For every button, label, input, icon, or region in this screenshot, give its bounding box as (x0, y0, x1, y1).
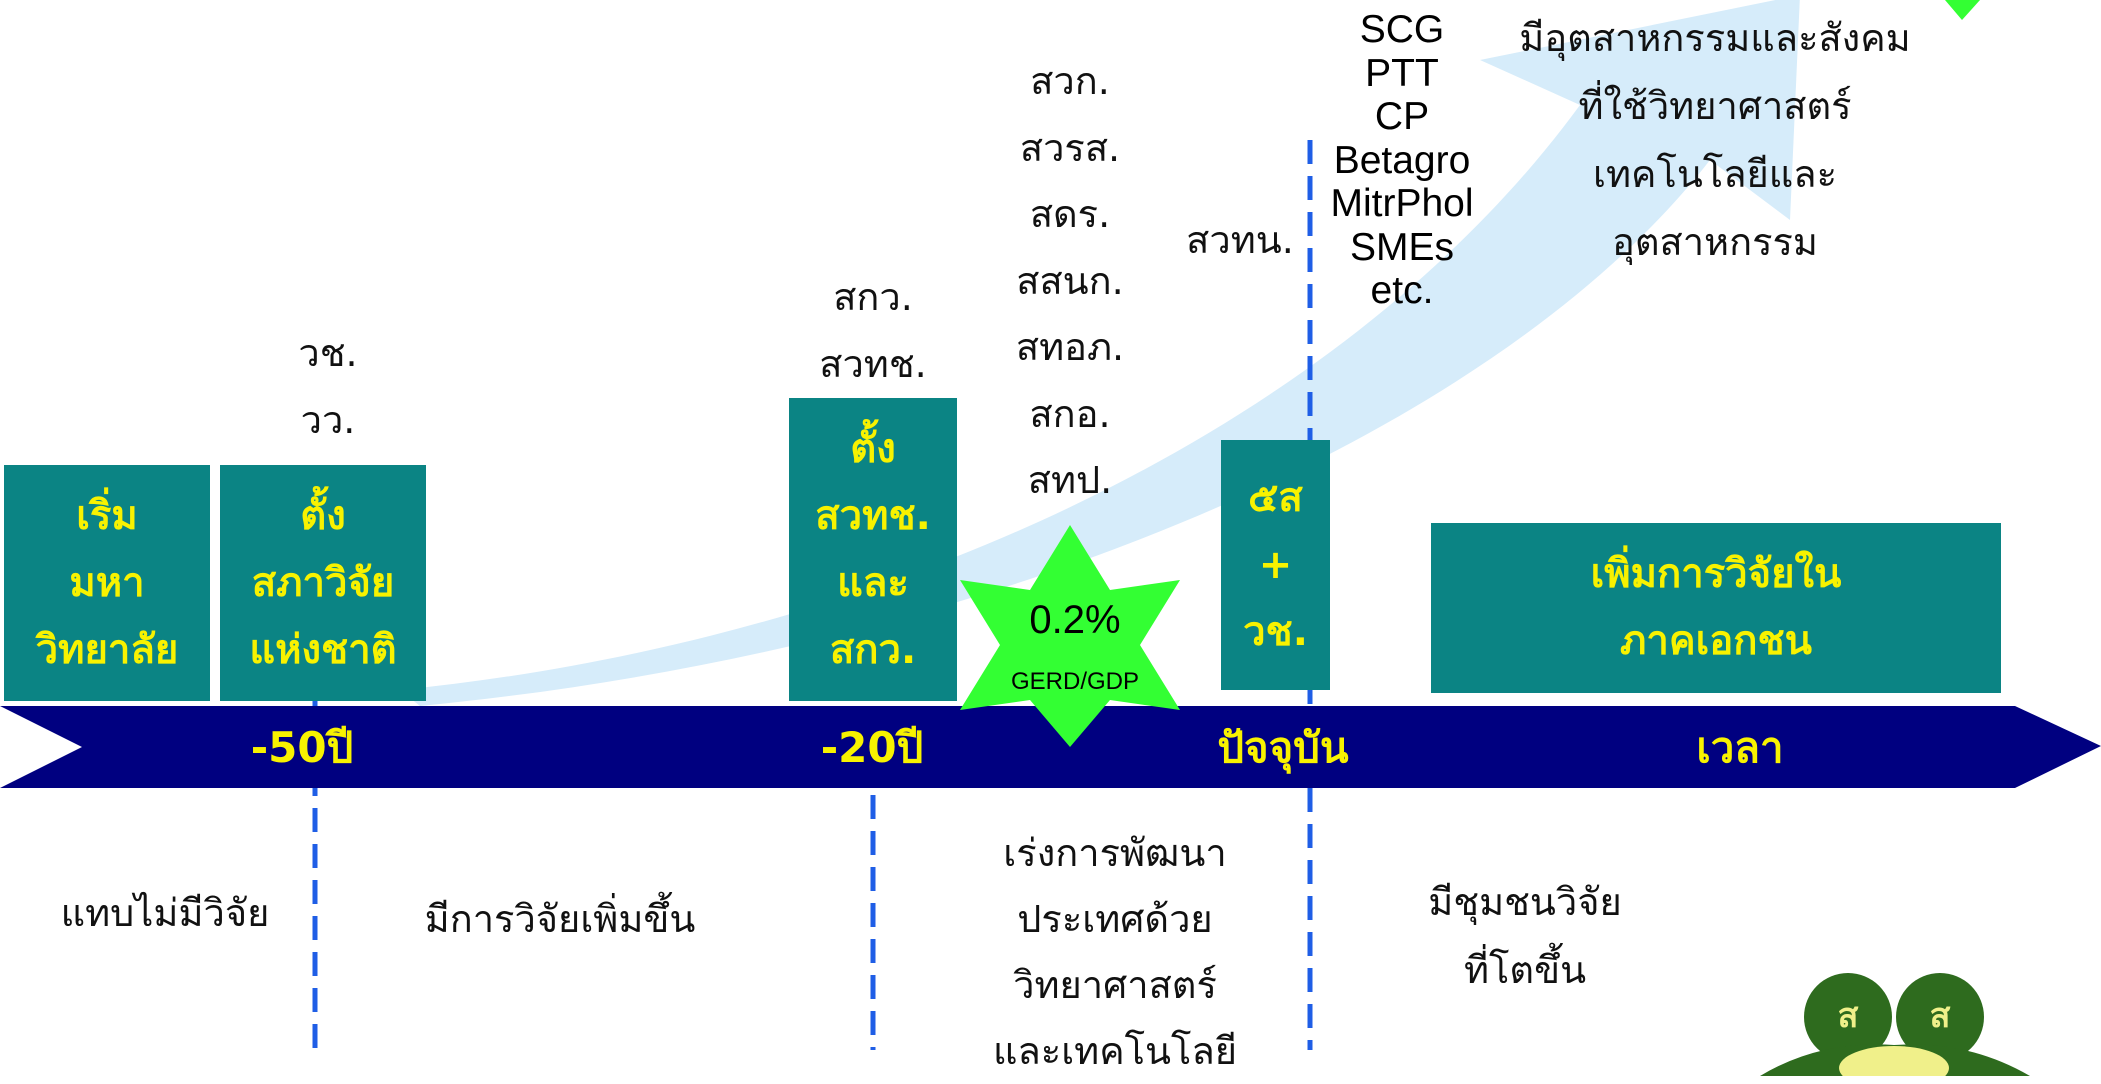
era-growing-community: มีชุมชนวิจัย ที่โตขึ้น (1428, 880, 1622, 992)
box-start-university: เริ่ม มหา วิทยาลัย (4, 465, 210, 701)
agencies-20-years: สกว. สวทช. (819, 275, 927, 386)
logo-circle-right (1896, 973, 1984, 1061)
star-value: 0.2% (1029, 598, 1121, 642)
star-icon (960, 525, 1180, 747)
star-label: GERD/GDP (1010, 668, 1139, 695)
corner-triangle-icon (1945, 0, 1980, 20)
logo-center (1839, 1046, 1949, 1076)
era-accelerate-development: เร่งการพัฒนา ประเทศด้วย วิทยาศาสตร์ และเ… (993, 831, 1237, 1073)
agency-present: สวทน. (1186, 218, 1294, 262)
companies-list: SCG PTT CP Betagro MitrPhol SMEs etc. (1330, 8, 1474, 312)
axis-label-20: -20ปี (820, 723, 924, 772)
box-found-agencies: ตั้ง สวทช. และ สกว. (789, 398, 957, 701)
axis-label-present: ปัจจุบัน (1217, 723, 1349, 772)
logo-letter-right: ส (1929, 996, 1951, 1036)
axis-label-time: เวลา (1696, 723, 1784, 772)
era-research-increasing: มีการวิจัยเพิ่มขึ้น (424, 897, 696, 941)
logo-letter-left: ส (1837, 996, 1859, 1036)
box-five-s: ๕ส + วช. (1221, 440, 1330, 690)
growth-arrow (400, 0, 1800, 706)
agencies-mid: สวก. สวรส. สดร. สสนก. สทอภ. สกอ. สทป. (1015, 59, 1125, 502)
logo-circle-left (1804, 973, 1892, 1061)
box-national-council: ตั้ง สภาวิจัย แห่งชาติ (220, 465, 426, 701)
agencies-50-years: วช. วว. (298, 331, 358, 442)
goal-text: มีอุตสาหกรรมและสังคม ที่ใช้วิทยาศาสตร์ เ… (1519, 16, 1911, 264)
era-almost-no-research: แทบไม่มีวิจัย (60, 891, 270, 935)
axis-label-50: -50ปี (250, 723, 354, 772)
timeline-axis (0, 706, 2101, 788)
box-private-research: เพิ่มการวิจัยใน ภาคเอกชน (1431, 523, 2001, 693)
